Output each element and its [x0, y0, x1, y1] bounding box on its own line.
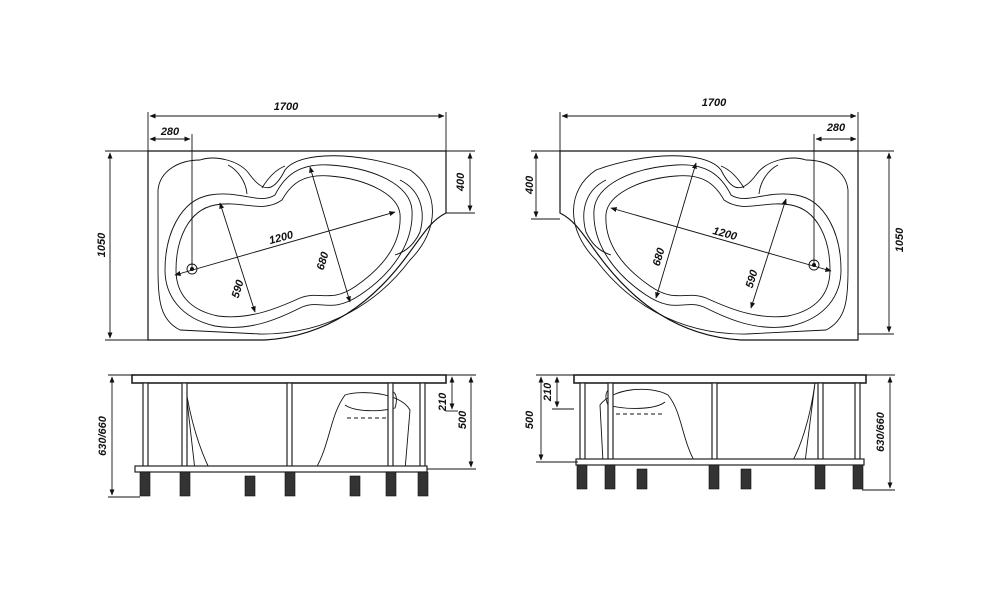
right-dim-590	[750, 198, 787, 309]
right-front-crossbar	[575, 458, 865, 466]
leg	[854, 382, 861, 464]
left-corner-seat	[394, 179, 423, 256]
left-dim-590	[219, 202, 256, 313]
right-dim-1200	[610, 207, 832, 272]
left-tub-outline	[147, 150, 447, 341]
leg	[419, 382, 426, 471]
right-front-feet	[576, 464, 864, 490]
right-label-500: 500	[524, 410, 536, 429]
right-dim-680	[655, 162, 697, 299]
right-front-legs	[579, 382, 861, 464]
foot	[244, 475, 256, 497]
foot	[604, 464, 616, 490]
foot	[852, 464, 864, 490]
foot	[576, 464, 588, 490]
right-label-210: 210	[542, 382, 554, 402]
foot	[636, 468, 648, 490]
left-label-400: 400	[455, 172, 467, 192]
left-front-legs	[142, 382, 426, 471]
left-front-crossbar	[134, 465, 428, 473]
right-inner-basin	[593, 164, 842, 328]
right-front-view: 630/660 500 210	[524, 374, 895, 491]
left-label-1700: 1700	[274, 101, 299, 113]
foot	[814, 464, 826, 490]
right-inner-basin-2	[605, 175, 831, 318]
right-tub-rim	[573, 155, 849, 335]
left-front-body	[184, 382, 411, 471]
right-front-rim	[573, 374, 867, 384]
left-tub-rim	[157, 155, 433, 335]
leg	[142, 382, 149, 471]
right-label-1050: 1050	[894, 227, 906, 252]
right-headrest	[720, 164, 779, 195]
left-label-680: 680	[315, 250, 332, 272]
right-label-1700: 1700	[702, 97, 727, 109]
right-label-680: 680	[651, 246, 668, 268]
foot	[740, 468, 752, 490]
right-plan-labels: 1700 280 1050 400 1200 680 590	[524, 97, 906, 290]
left-front-feet	[139, 471, 429, 497]
left-headrest	[227, 164, 286, 195]
right-label-630-660: 630/660	[875, 411, 887, 452]
left-label-500: 500	[457, 410, 469, 429]
left-inner-basin-2	[175, 175, 401, 318]
right-tub-outline	[559, 150, 859, 341]
left-inner-basin	[164, 164, 413, 328]
right-front-body	[599, 382, 816, 463]
left-front-view: 630/660 500 210	[97, 374, 476, 498]
foot	[284, 471, 296, 497]
foot	[417, 471, 429, 497]
right-label-590: 590	[744, 268, 761, 290]
foot	[708, 464, 720, 490]
left-label-590: 590	[230, 278, 247, 300]
foot	[139, 471, 151, 497]
left-label-1050: 1050	[96, 232, 108, 257]
leg	[286, 382, 293, 471]
right-label-280: 280	[826, 122, 846, 134]
left-dim-680	[309, 166, 351, 303]
left-dim-1200	[174, 211, 396, 276]
left-label-280: 280	[160, 126, 180, 138]
right-plan-view	[531, 112, 894, 341]
right-label-400: 400	[524, 175, 536, 195]
leg	[817, 382, 824, 464]
foot	[349, 475, 361, 497]
left-plan-view: 1700 280 1050 400 1200 680 590	[96, 101, 475, 341]
left-label-210: 210	[437, 392, 449, 412]
foot	[385, 471, 397, 497]
foot	[179, 471, 191, 497]
leg	[387, 382, 394, 471]
leg	[579, 382, 586, 464]
left-front-seat	[344, 389, 397, 412]
leg	[181, 382, 188, 471]
left-label-630-660: 630/660	[97, 415, 109, 456]
right-corner-seat	[583, 179, 612, 256]
leg	[607, 382, 614, 464]
leg	[711, 382, 718, 464]
left-front-rim	[131, 374, 447, 384]
